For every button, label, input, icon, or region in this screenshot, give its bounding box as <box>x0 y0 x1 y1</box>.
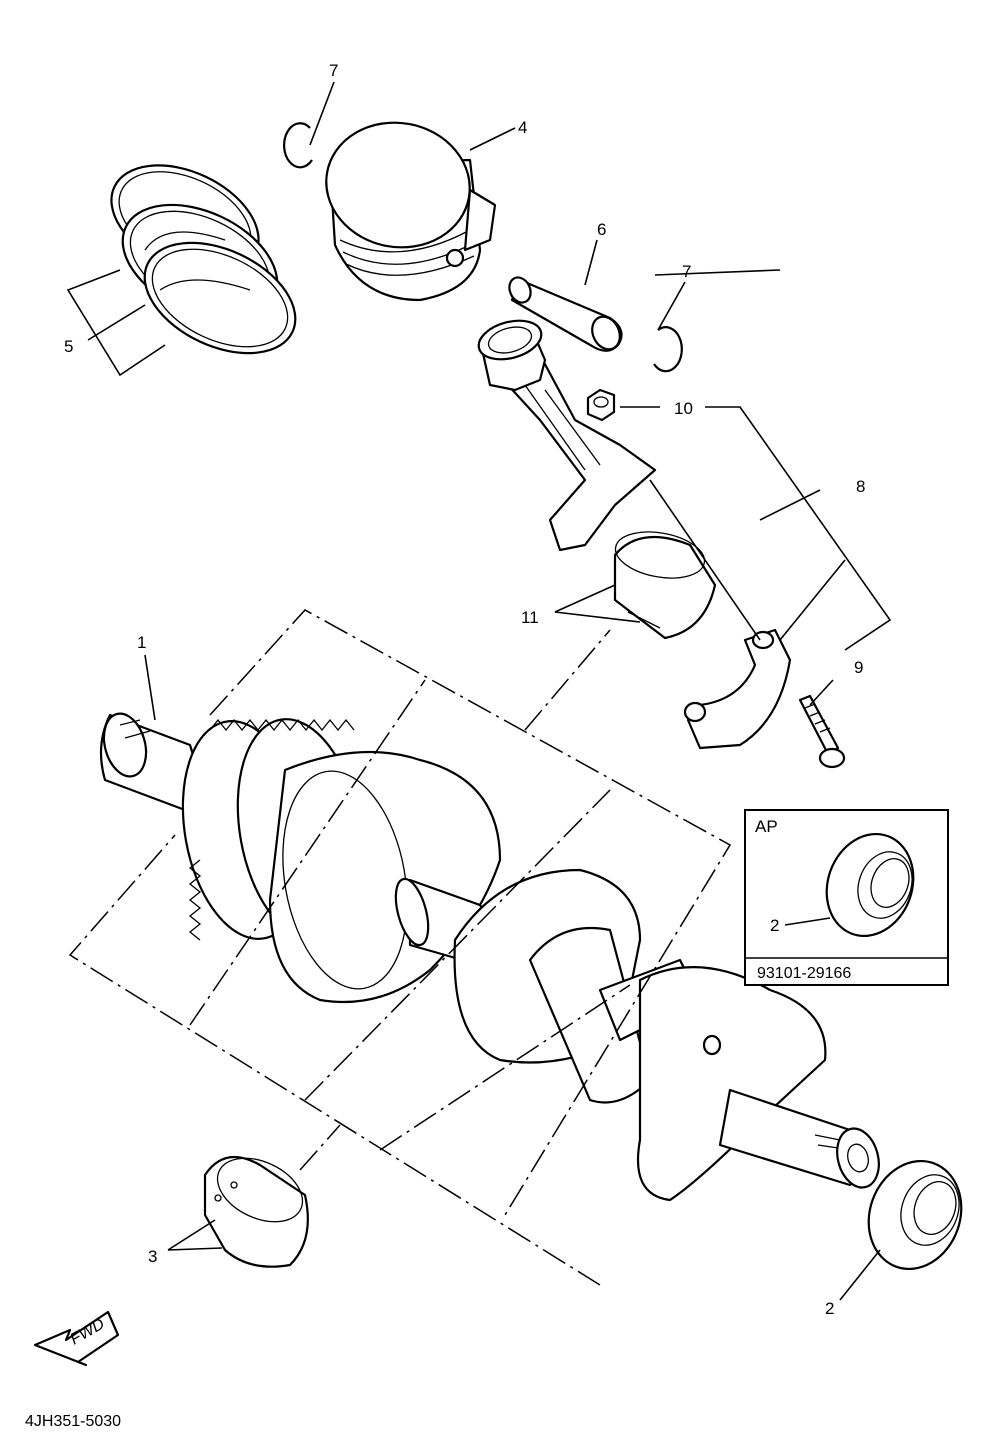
assembly-reference-lines <box>68 609 732 1286</box>
ap-inset-box: AP 2 93101-29166 <box>744 809 949 986</box>
callout-10: 10 <box>674 399 693 418</box>
ap-callout-2: 2 <box>770 916 779 935</box>
main-bearing <box>203 1155 309 1268</box>
fwd-arrow-icon: FWD <box>33 1310 120 1367</box>
ap-box-title: AP <box>755 817 778 836</box>
callout-6: 6 <box>597 220 606 239</box>
big-end-bearing <box>613 531 717 640</box>
ap-oil-seal <box>825 832 915 938</box>
callout-3: 3 <box>148 1247 157 1266</box>
rod-cap <box>683 628 792 750</box>
piston-pin <box>508 276 623 352</box>
callout-4: 4 <box>518 118 527 137</box>
callout-5: 5 <box>64 337 73 356</box>
rod-bolt <box>798 694 846 769</box>
callout-labels: 7 4 5 6 7 10 8 11 9 1 3 2 <box>64 61 865 1318</box>
ap-part-number: 93101-29166 <box>757 965 851 982</box>
piston-rings <box>110 164 297 355</box>
callout-9: 9 <box>854 658 863 677</box>
callout-7-right: 7 <box>682 262 691 281</box>
callout-8: 8 <box>856 477 865 496</box>
callout-1: 1 <box>137 633 146 652</box>
piston <box>325 121 497 302</box>
callout-11: 11 <box>521 608 539 627</box>
callout-7-top: 7 <box>329 61 338 80</box>
circlip-left <box>283 122 313 169</box>
callout-2-bottom: 2 <box>825 1299 834 1318</box>
rod-nut <box>586 388 616 422</box>
leader-lines <box>66 81 892 1301</box>
connecting-rod <box>477 319 657 552</box>
circlip-right <box>653 326 683 373</box>
oil-seal <box>867 1159 963 1271</box>
crankshaft <box>99 712 880 1202</box>
diagram-code: 4JH351-5030 <box>25 1413 121 1430</box>
